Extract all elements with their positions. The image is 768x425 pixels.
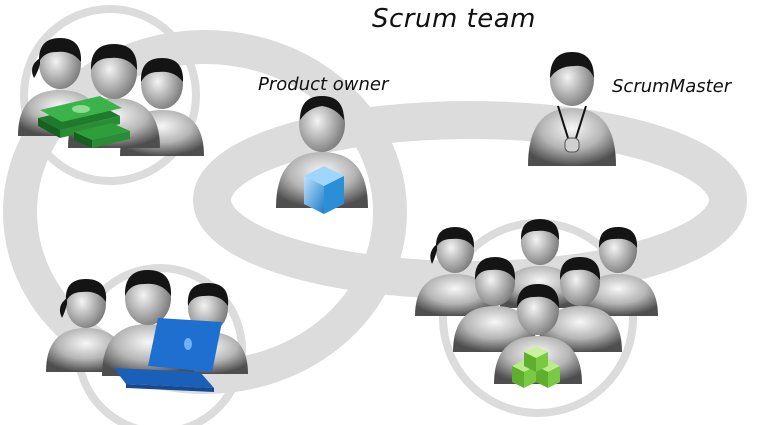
dev-team-person	[415, 227, 495, 316]
scrum-master-label: ScrumMaster	[612, 76, 732, 97]
product-owner-figure	[276, 96, 368, 214]
dev-team-group	[415, 219, 658, 388]
money-icon	[38, 96, 130, 148]
laptop-icon	[114, 318, 222, 392]
ring-large-loop	[3, 30, 407, 394]
diagram-title: Scrum team	[372, 4, 537, 34]
scrum-master-figure	[528, 52, 616, 166]
users-group	[46, 270, 248, 392]
stacked-cubes-icon	[512, 346, 560, 388]
whistle-icon	[564, 137, 580, 153]
product-owner-label: Product owner	[258, 74, 389, 95]
ring-stakeholders	[20, 5, 200, 185]
product-cube-icon	[304, 166, 344, 214]
stakeholder-group	[18, 38, 204, 156]
user-person	[102, 270, 194, 376]
